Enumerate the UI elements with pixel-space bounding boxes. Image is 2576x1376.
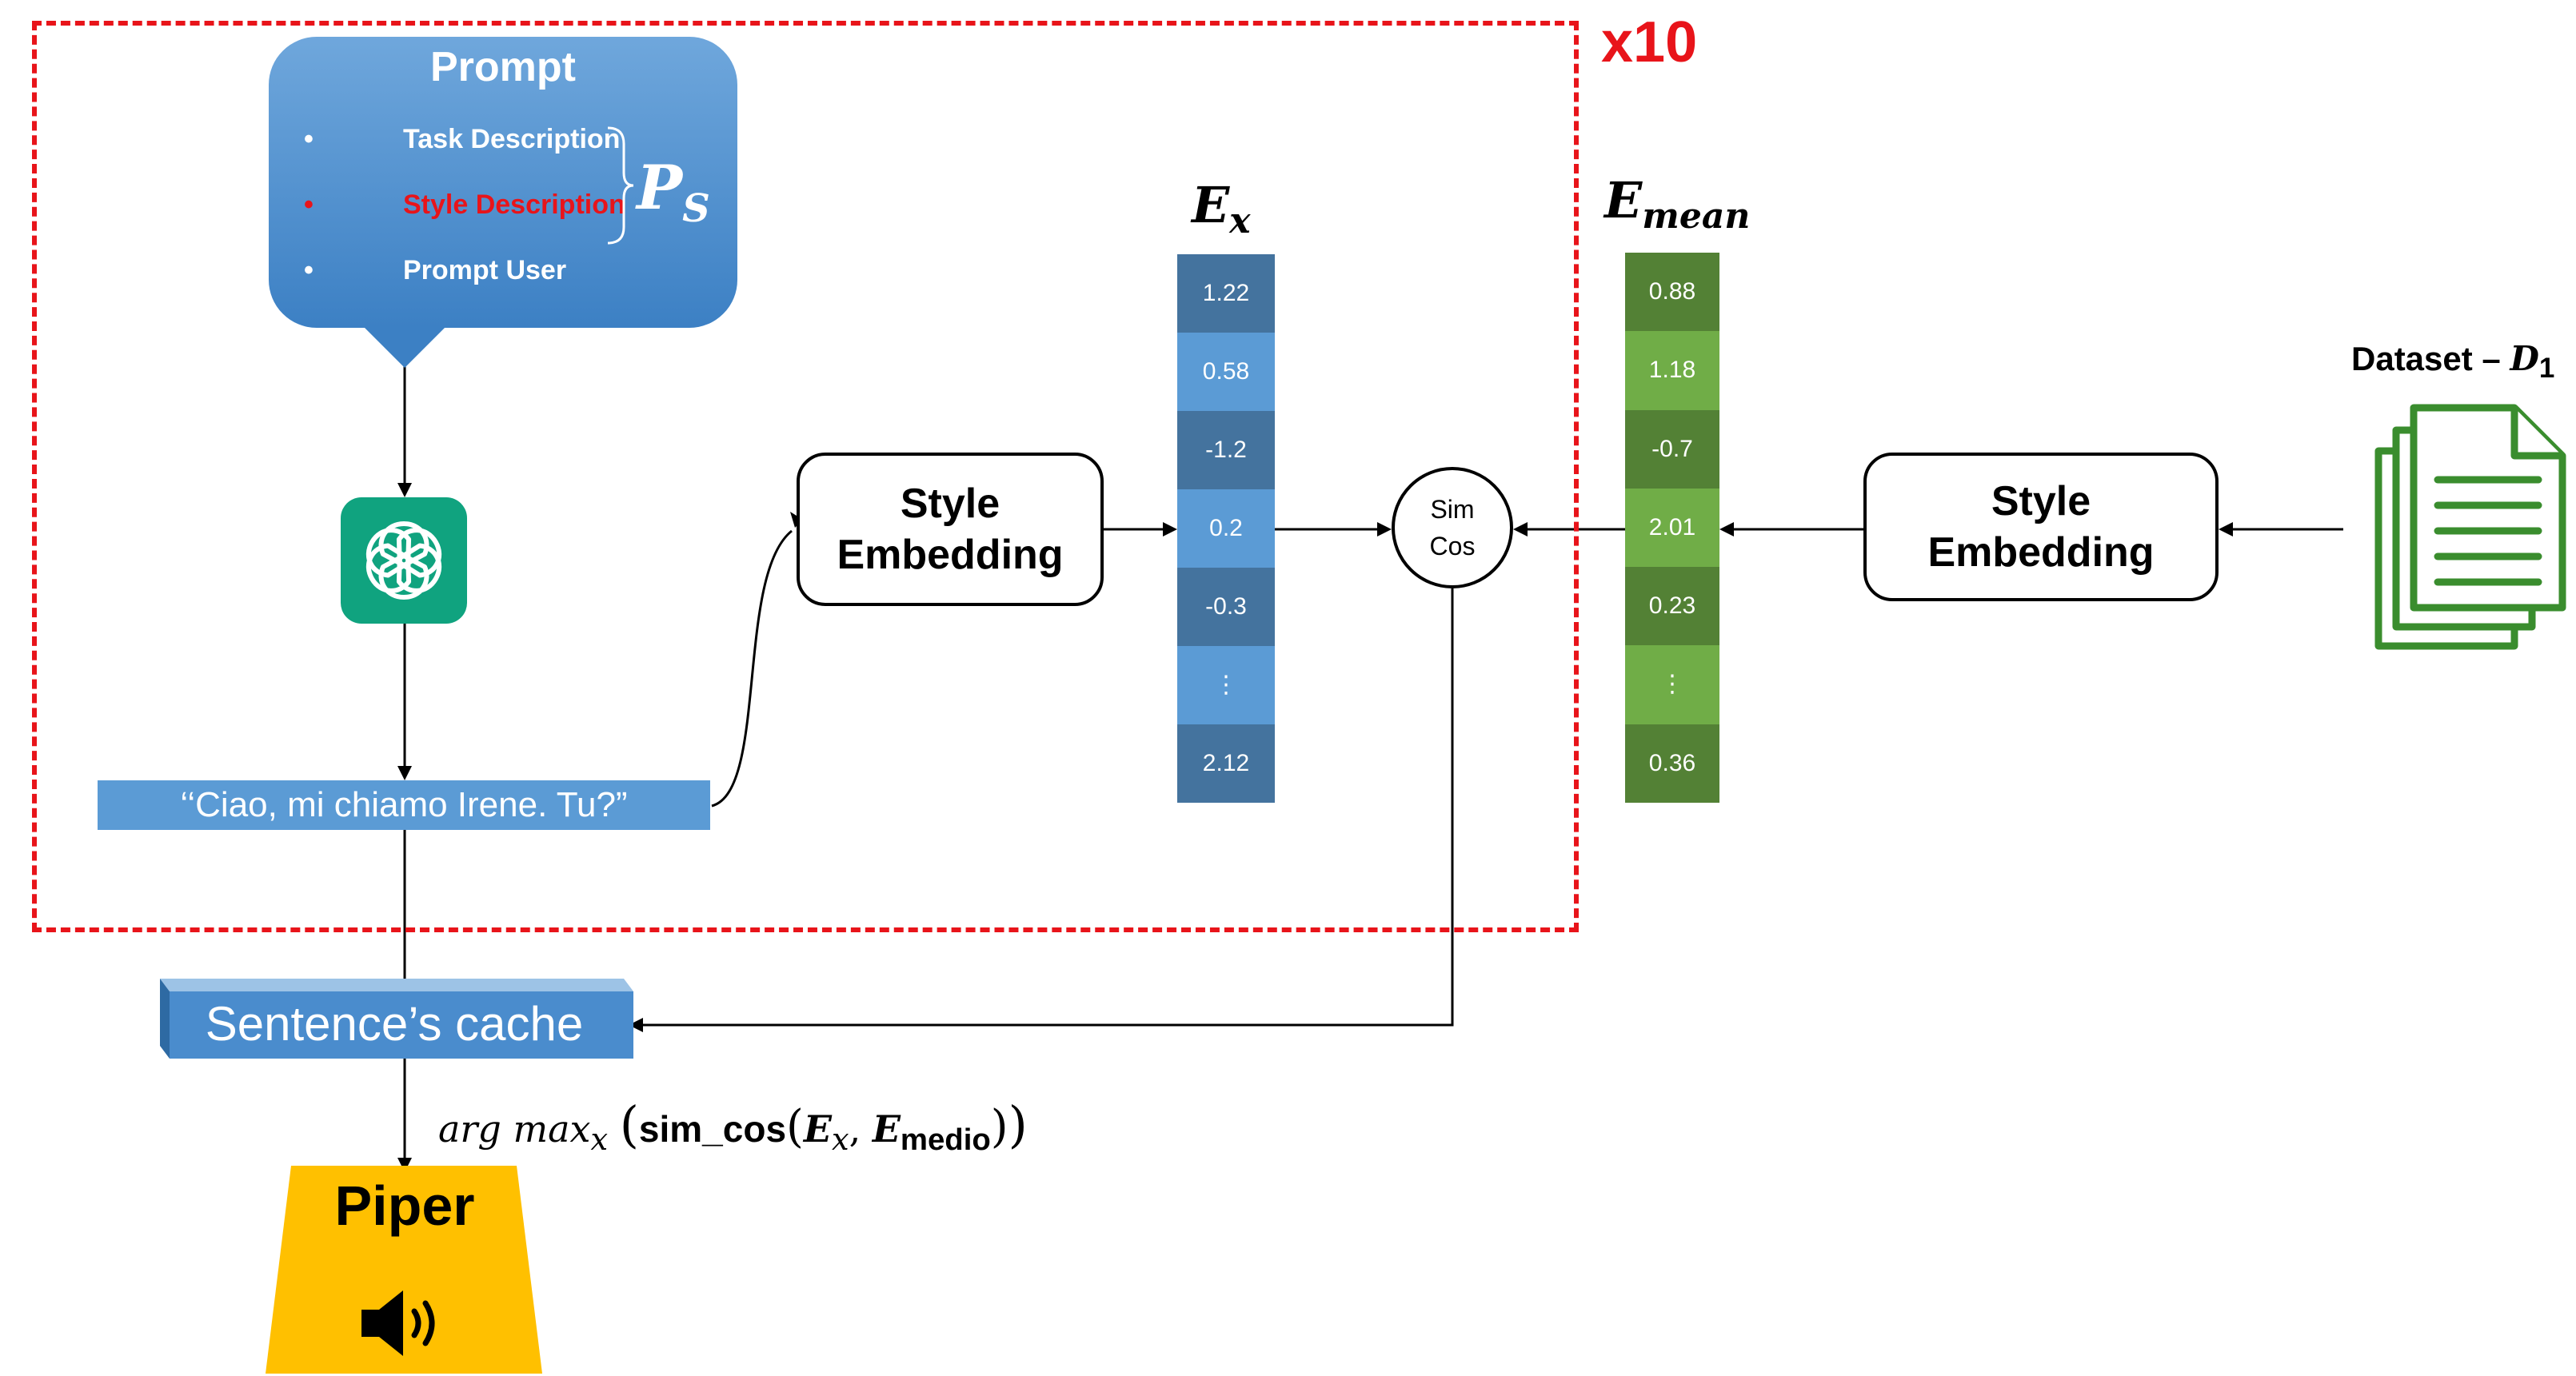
ex-vector-cell: -1.2	[1177, 411, 1275, 489]
piper-label: Piper	[334, 1175, 475, 1237]
chatgpt-logo-box	[341, 497, 467, 624]
argmax-formula: arg maxx (sim_cos(Ex, Emedio))	[438, 1095, 1028, 1159]
prompt-item-label: Task Description	[403, 124, 621, 154]
emean-vector-title: Emean	[1604, 171, 1751, 237]
bullet-icon: •	[304, 255, 314, 285]
prompt-box: Prompt • Task Description • Style Descript…	[269, 37, 737, 328]
cache-label: Sentence’s cache	[205, 997, 584, 1051]
ps-symbol: PS	[637, 152, 710, 232]
prompt-title: Prompt	[430, 44, 576, 90]
piper-block	[266, 1166, 542, 1374]
dataset-label: Dataset – D1	[2351, 339, 2555, 385]
brace-icon	[607, 126, 634, 245]
sim-cos-node: Sim Cos	[1392, 467, 1513, 588]
prompt-item-label: Prompt User	[403, 255, 567, 285]
emean-vector-cell: 0.88	[1625, 253, 1719, 332]
cache-block	[160, 979, 633, 1059]
ex-vector-title: Ex	[1192, 176, 1251, 242]
loop-region	[32, 21, 1579, 932]
documents-icon	[2374, 404, 2566, 650]
loop-count-label: x10	[1601, 10, 1698, 74]
emean-vector-cell: ⋮	[1625, 645, 1719, 724]
openai-logo-icon	[365, 521, 442, 600]
bullet-icon: •	[304, 124, 314, 154]
prompt-item: • Style Description	[304, 184, 625, 249]
emean-vector-cell: 2.01	[1625, 488, 1719, 568]
ex-vector-cell: 0.2	[1177, 489, 1275, 568]
arrow-sentence-to-style	[711, 529, 793, 808]
ex-vector-cell: 2.12	[1177, 724, 1275, 803]
prompt-bubble-tail	[363, 326, 446, 368]
ex-vector-cell: 1.22	[1177, 254, 1275, 333]
arrow-sim-to-cache	[632, 588, 1454, 1027]
emean-vector-cell: 0.36	[1625, 724, 1719, 803]
prompt-items: • Task Description • Style Description • Pr…	[304, 118, 625, 315]
prompt-item: • Prompt User	[304, 249, 625, 315]
speaker-icon	[361, 1290, 435, 1356]
ex-vector-cell: -0.3	[1177, 568, 1275, 646]
ex-vector-cell: 0.58	[1177, 333, 1275, 411]
emean-vector-cell: -0.7	[1625, 409, 1719, 489]
prompt-item-label: Style Description	[403, 189, 625, 220]
emean-vector-cell: 1.18	[1625, 331, 1719, 410]
emean-vector-cell: 0.23	[1625, 567, 1719, 646]
ex-vector-cell: ⋮	[1177, 646, 1275, 724]
prompt-item: • Task Description	[304, 118, 625, 184]
bullet-icon: •	[304, 189, 314, 220]
generated-sentence: ‘‘Ciao, mi chiamo Irene. Tu?”	[98, 780, 710, 830]
